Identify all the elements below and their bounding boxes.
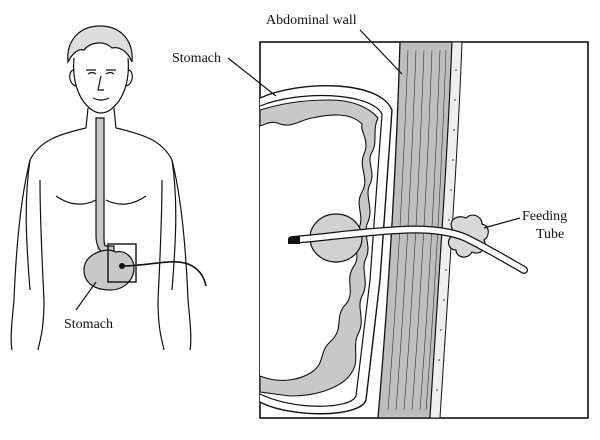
abdominal-wall-leader [359,29,403,75]
stomach-small [83,249,135,291]
feeding-tube-detail-fill [289,226,527,273]
tube-label: Tube [536,227,564,242]
zoom-box [107,243,137,283]
stomach-label-left: Stomach [64,317,113,332]
detail-panel [259,41,589,419]
esophagus [95,117,115,257]
stomach-right-leader [227,57,277,97]
feeding-tube-leader [483,217,521,229]
person-illustration [10,25,207,351]
stomach-lining [259,99,379,397]
stomach-wall-inner [259,94,383,407]
tube-tip [288,236,300,244]
stomach-left-leader [75,281,97,311]
person-hair [67,25,133,65]
skin-dots [436,69,457,391]
feeding-label: Feeding [522,209,567,224]
feeding-tube-person [121,261,207,287]
stomach-label-right: Stomach [172,51,221,66]
abdominal-wall-label: Abdominal wall [266,13,357,28]
muscle-striations [387,49,447,411]
person-head [73,57,129,114]
